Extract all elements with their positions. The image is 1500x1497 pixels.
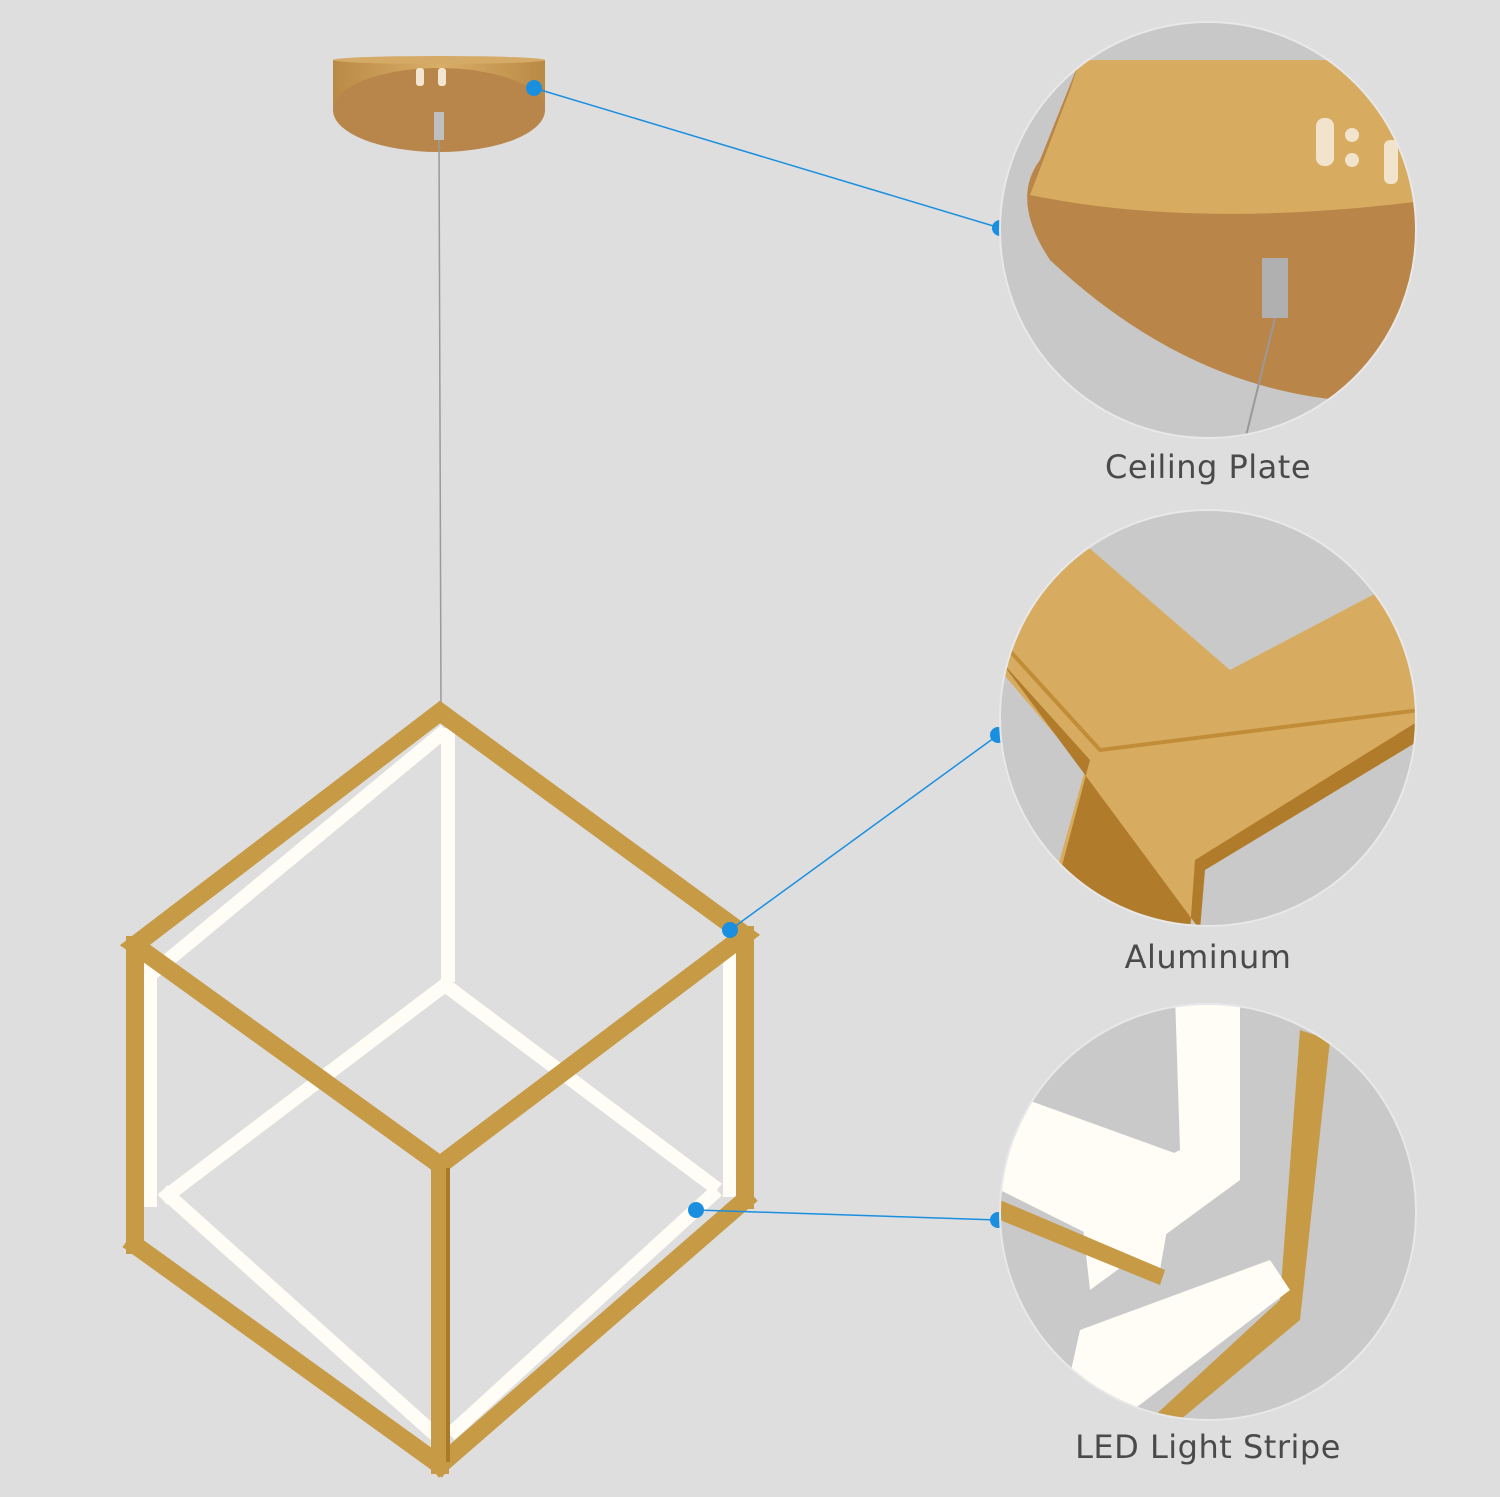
ceiling-plate xyxy=(333,56,545,706)
callout-label-aluminum: Aluminum xyxy=(1124,938,1292,976)
callout-label-led-light-stripe: LED Light Stripe xyxy=(1075,1428,1341,1466)
callout-label-ceiling-plate: Ceiling Plate xyxy=(1105,448,1311,486)
cube-pendant xyxy=(119,700,761,1478)
detail-led-light-stripe xyxy=(1000,1004,1416,1420)
detail-ceiling-plate xyxy=(1000,22,1416,438)
callout-lines xyxy=(533,87,1001,1221)
detail-aluminum xyxy=(1000,510,1416,926)
